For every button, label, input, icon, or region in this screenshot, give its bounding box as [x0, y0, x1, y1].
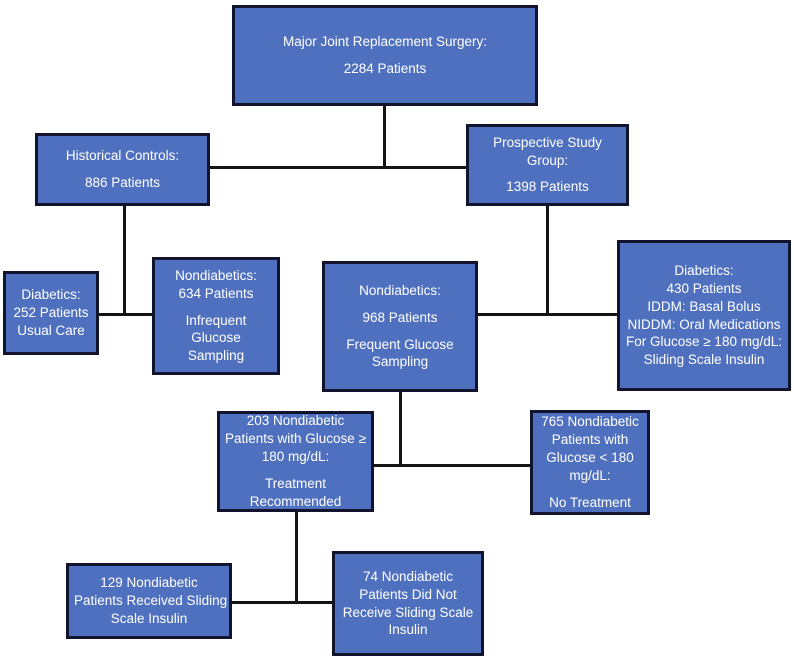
node-prospective-study-group-line-1: Prospective Study: [493, 134, 602, 150]
node-prospective-diabetics-line-6: Sliding Scale Insulin: [643, 352, 765, 368]
node-historical-nondiabetics-line-2: 634 Patients: [178, 285, 254, 301]
node-765-line-1: 765 Nondiabetic: [541, 414, 639, 430]
node-historical-diabetics-line-1: Diabetics:: [21, 287, 81, 303]
node-203-line-2: Patients with Glucose ≥: [225, 431, 366, 447]
node-historical-controls-line-2: 886 Patients: [84, 175, 161, 190]
node-prospective-diabetics-line-2: 430 Patients: [666, 280, 742, 296]
node-prospective-diabetics-line-4: NIDDM: Oral Medications: [627, 316, 781, 332]
node-historical-diabetics-line-2: 252 Patients: [13, 305, 89, 321]
node-prospective-nondiabetics-line-4: Sampling: [371, 354, 429, 370]
node-prospective-study-group-line-3: 1398 Patients: [506, 179, 589, 195]
node-prospective-nondiabetics-line-2: 968 Patients: [362, 309, 438, 325]
edge-203-765-bar: [372, 464, 532, 467]
edge-level1-bar: [208, 166, 562, 169]
node-74-line-1: 74 Nondiabetic: [362, 568, 454, 584]
node-not-received-sliding-scale-insulin[interactable]: 74 Nondiabetic Patients Did Not Receive …: [332, 551, 484, 656]
node-received-sliding-scale-insulin[interactable]: 129 Nondiabetic Patients Received Slidin…: [66, 563, 232, 639]
node-historical-nondiabetics[interactable]: Nondiabetics: 634 Patients Infrequent Gl…: [152, 257, 280, 375]
node-prospective-diabetics-line-5: For Glucose ≥ 180 mg/dL:: [626, 334, 782, 350]
node-203-line-3: 180 mg/dL:: [261, 449, 330, 465]
node-203-line-1: 203 Nondiabetic: [246, 413, 345, 429]
node-129-line-1: 129 Nondiabetic: [100, 575, 198, 591]
node-129-line-2: Patients Received Sliding: [74, 593, 228, 609]
node-74-line-2: Patients Did Not: [359, 586, 457, 602]
node-prospective-nondiabetics-line-1: Nondiabetics:: [359, 282, 441, 298]
node-765-line-5: No Treatment: [549, 494, 631, 510]
node-129-line-3: Scale Insulin: [110, 610, 188, 626]
node-prospective-nondiabetics[interactable]: Nondiabetics: 968 Patients Frequent Gluc…: [322, 261, 478, 392]
node-glucose-low-no-treatment[interactable]: 765 Nondiabetic Patients with Glucose < …: [530, 410, 650, 515]
node-765-line-2: Patients with: [551, 432, 629, 448]
edge-prospective-stem: [546, 205, 549, 316]
node-total-cohort[interactable]: Major Joint Replacement Surgery: 2284 Pa…: [232, 5, 538, 106]
edge-total-cohort-stem: [383, 105, 386, 169]
node-765-line-3: Glucose < 180: [546, 450, 634, 466]
node-historical-diabetics-line-3: Usual Care: [17, 322, 85, 338]
node-765-line-4: mg/dL:: [569, 467, 611, 483]
node-prospective-diabetics-line-1: Diabetics:: [674, 263, 734, 279]
node-74-line-4: Insulin: [388, 622, 428, 638]
node-historical-diabetics[interactable]: Diabetics: 252 Patients Usual Care: [3, 271, 99, 355]
node-total-cohort-line-2: 2284 Patients: [343, 61, 427, 76]
edge-nondiabetics-968-stem: [399, 392, 402, 467]
node-prospective-diabetics-line-3: IDDM: Basal Bolus: [647, 298, 761, 314]
node-203-line-4: Treatment: [264, 475, 327, 491]
node-prospective-diabetics[interactable]: Diabetics: 430 Patients IDDM: Basal Bolu…: [617, 240, 791, 391]
node-203-line-5: Recommended: [249, 493, 342, 509]
node-glucose-high-treatment-recommended[interactable]: 203 Nondiabetic Patients with Glucose ≥ …: [217, 411, 374, 512]
node-prospective-nondiabetics-line-3: Frequent Glucose: [346, 336, 454, 352]
node-prospective-study-group[interactable]: Prospective Study Group: 1398 Patients: [466, 124, 629, 206]
node-historical-controls[interactable]: Historical Controls: 886 Patients: [35, 133, 210, 206]
node-historical-nondiabetics-line-4: Glucose: [191, 330, 241, 346]
node-prospective-study-group-line-2: Group:: [526, 152, 569, 168]
node-total-cohort-line-1: Major Joint Replacement Surgery:: [282, 34, 488, 50]
edge-historical-split-bar: [97, 313, 155, 316]
node-74-line-3: Receive Sliding Scale: [342, 604, 474, 620]
edge-129-74-bar: [231, 601, 334, 604]
edge-prospective-split-bar: [478, 313, 622, 316]
node-historical-nondiabetics-line-3: Infrequent: [185, 312, 247, 328]
node-historical-nondiabetics-line-1: Nondiabetics:: [175, 267, 257, 283]
node-historical-controls-line-1: Historical Controls:: [65, 148, 180, 164]
edge-203-stem: [295, 512, 298, 604]
node-historical-nondiabetics-line-5: Sampling: [187, 348, 245, 364]
edge-historical-controls-stem: [123, 205, 126, 316]
